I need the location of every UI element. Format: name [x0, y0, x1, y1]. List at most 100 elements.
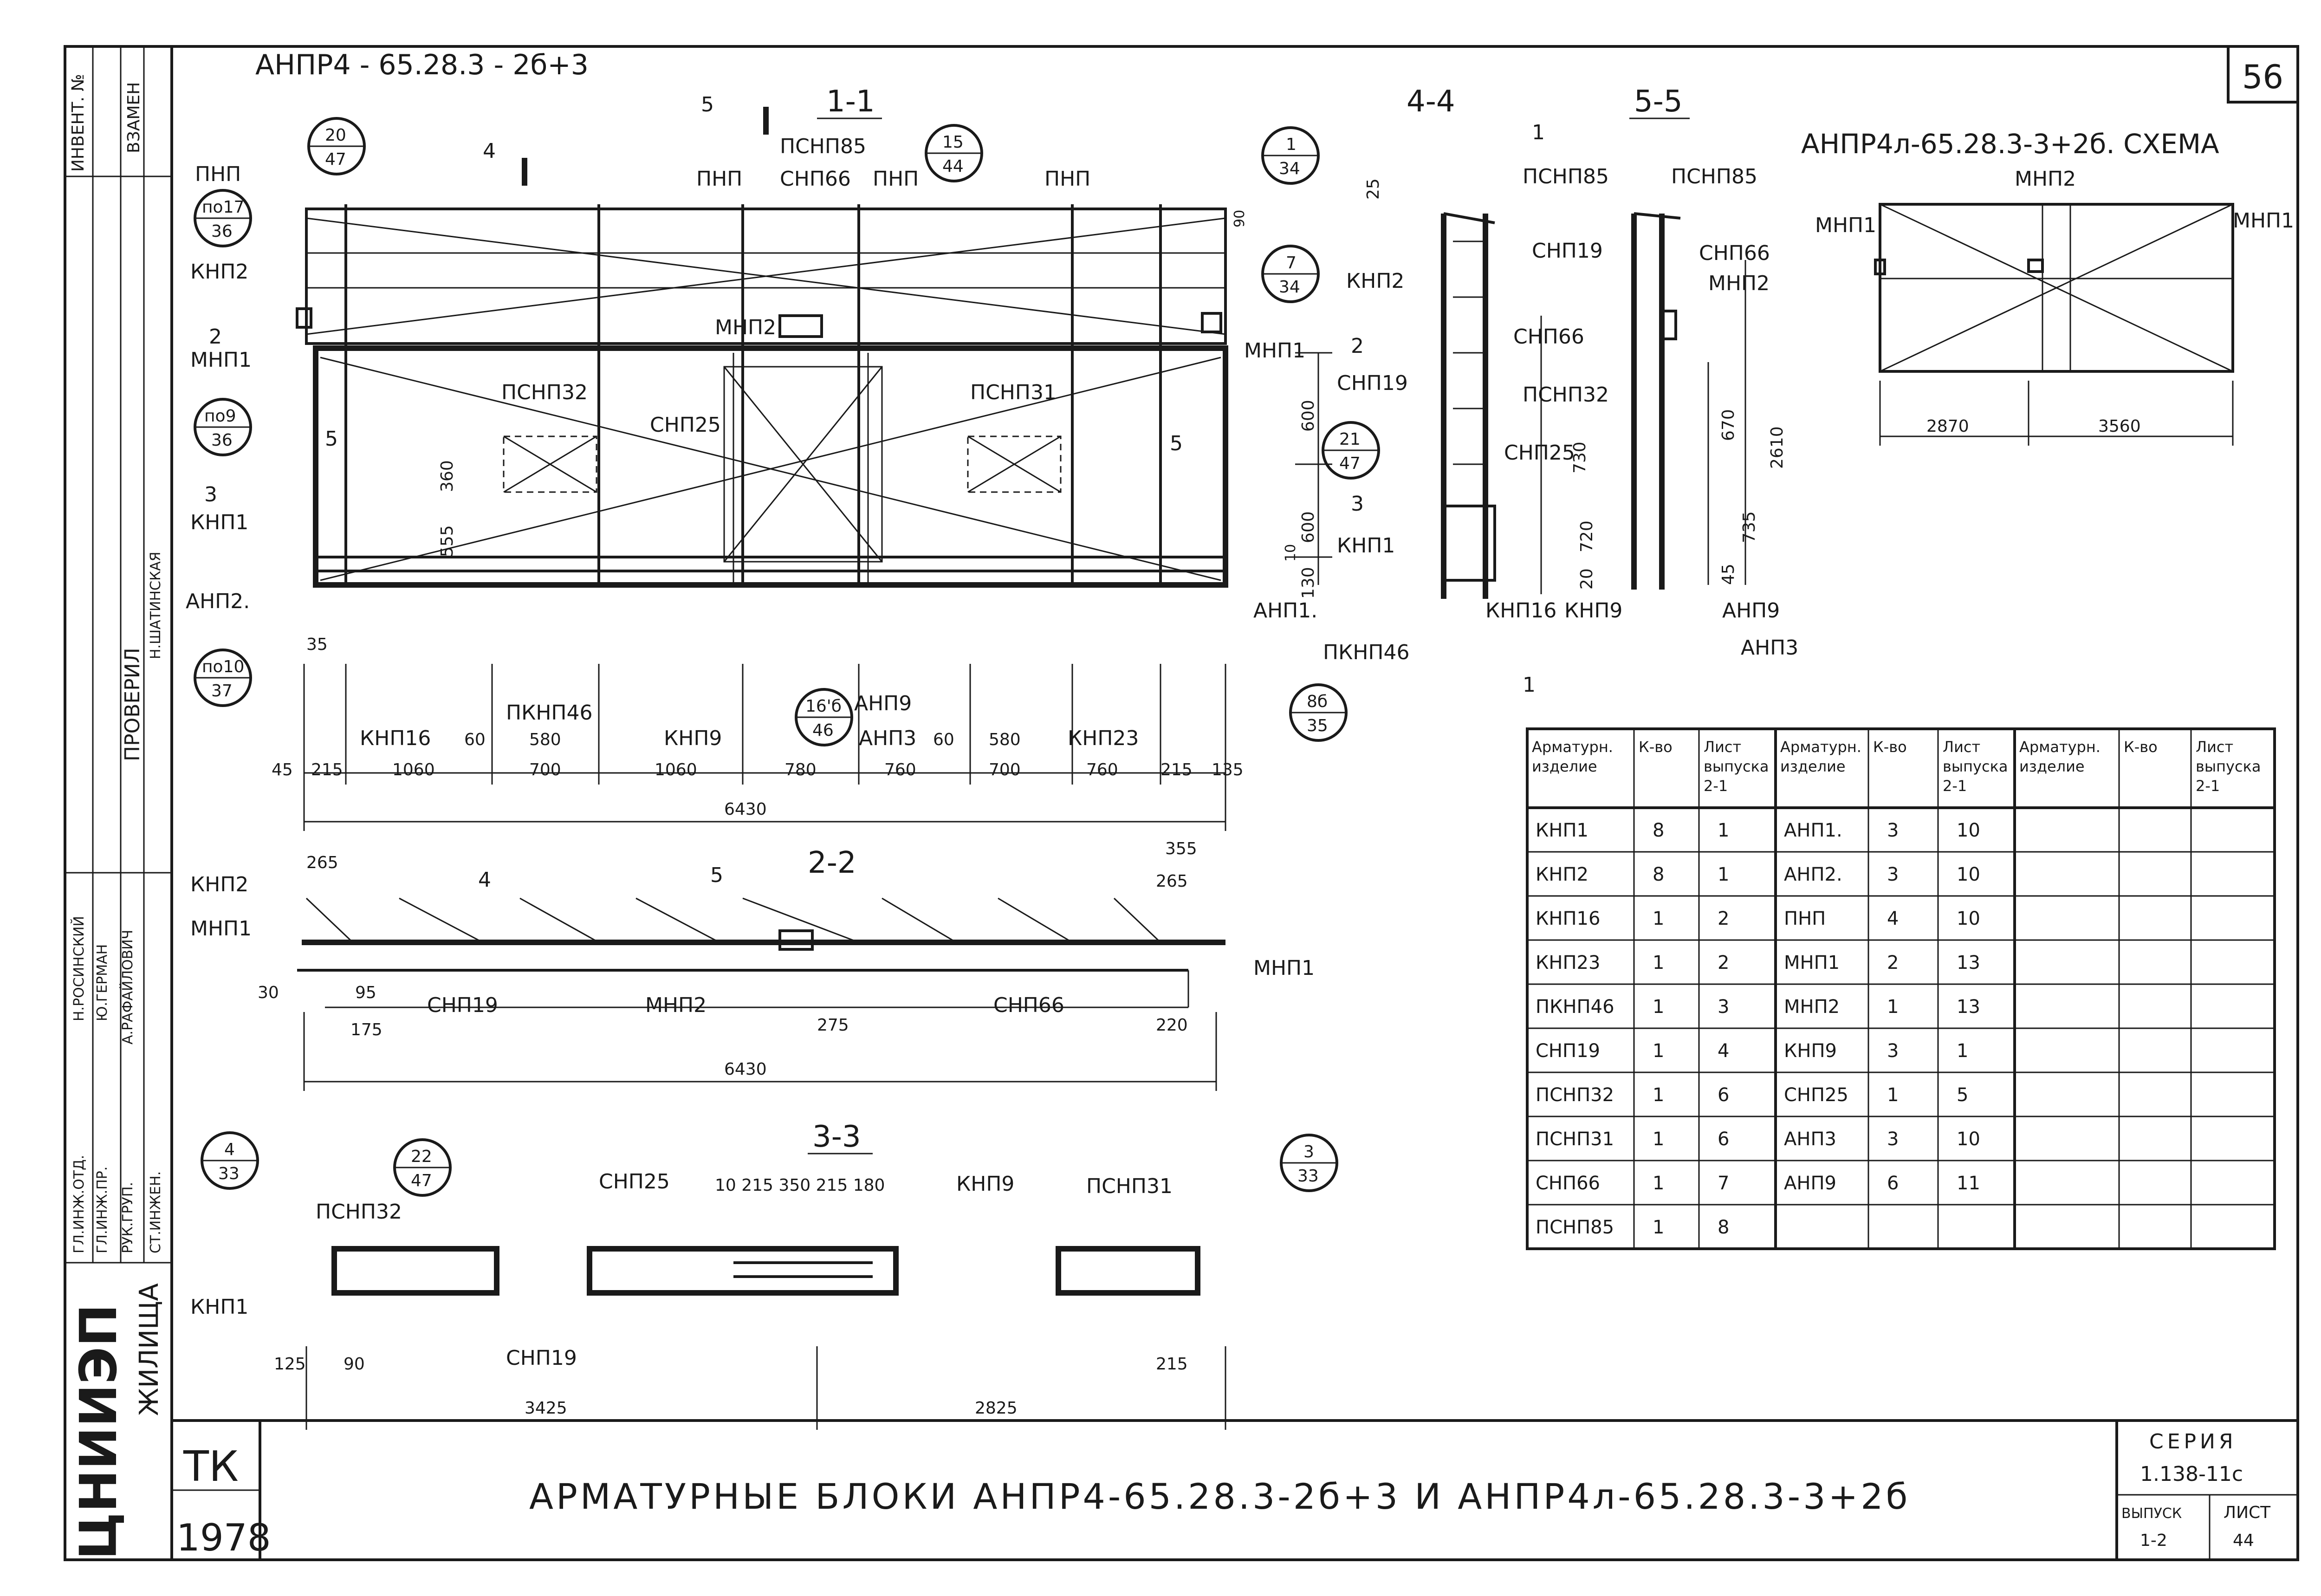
mark-3-left: 3 [204, 483, 217, 506]
dim-555: 555 [438, 525, 457, 557]
table-header-cell: Арматурн. [1780, 738, 1861, 756]
main-title: АРМАТУРНЫЕ БЛОКИ АНПР4-65.28.3-2б+3 И АН… [529, 1476, 1910, 1517]
table-header-cell: 2-1 [1943, 777, 1967, 795]
lbl-psnp31: ПСНП31 [970, 381, 1057, 404]
lbl-mnp2: МНП2 [715, 316, 776, 339]
dim-1060b: 1060 [655, 760, 697, 779]
table-header-cell: К-во [2124, 738, 2158, 756]
section-2-2: 2-2 4 5 КНП2 МНП1 СНП19 МНП2 СНП66 МНП1 … [190, 839, 1315, 1091]
dim-60b: 60 [933, 730, 954, 749]
sheet-frame [170, 45, 2299, 1561]
s22-snp19: СНП19 [427, 993, 498, 1017]
bubble-7-34: 7 34 [1261, 245, 1320, 303]
bubble-po17-36: по17 36 [194, 189, 252, 247]
table-header-cell: выпуска [2196, 758, 2261, 775]
s55-dim-670: 670 [1719, 409, 1738, 441]
table-cell: СНП19 [1536, 1040, 1600, 1062]
side-5-right: 5 [1170, 432, 1183, 455]
table-cell: 10 [1957, 864, 1980, 885]
s55-lbl-0: ПСНП85 [1671, 165, 1757, 188]
lbl-knp23: КНП23 [1068, 727, 1139, 750]
s22-mnp1r: МНП1 [1253, 956, 1315, 980]
s44-dim-2610: 2610 [1768, 426, 1787, 469]
table-header-cell: выпуска [1704, 758, 1769, 775]
s33-psnp31: ПСНП31 [1086, 1174, 1173, 1198]
dim-90: 90 [1232, 210, 1248, 227]
stamp-name-3: А.РАФАЙЛОВИЧ [119, 930, 136, 1045]
s44-lbl-7: КНП16 [1485, 599, 1556, 623]
section-5-5: ПСНП85 СНП19 СНП66 МНП2 КНП9 АНП9 АНП3 6… [1532, 165, 1798, 660]
svg-text:по9: по9 [204, 407, 236, 426]
table-header-cell: Лист [2196, 738, 2233, 756]
table-cell: 2 [1887, 952, 1899, 973]
s22-knp2: КНП2 [190, 873, 248, 896]
svg-text:36: 36 [211, 431, 233, 450]
dim-580b: 580 [989, 730, 1021, 749]
table-cell: МНП2 [1784, 996, 1840, 1018]
table-cell: 1 [1653, 1084, 1664, 1106]
mark-5-s22: 5 [710, 863, 723, 887]
svg-text:35: 35 [1307, 716, 1328, 735]
series-value: 1.138-11с [2140, 1462, 2243, 1486]
series-label: СЕРИЯ [2149, 1430, 2237, 1453]
dim-215b: 215 [1160, 760, 1193, 779]
table-header-cell: изделие [1532, 758, 1597, 775]
svg-text:36: 36 [211, 222, 233, 241]
lbl-knp9: КНП9 [664, 727, 722, 750]
mark-4-s22: 4 [478, 868, 491, 892]
table-cell: 8 [1653, 820, 1664, 841]
bubble-8b-35: 8б 35 [1289, 683, 1348, 742]
table-header-cell: выпуска [1943, 758, 2008, 775]
table-cell: 1 [1653, 908, 1664, 929]
s55-dim-735: 735 [1740, 511, 1759, 543]
s44-lbl-1: КНП2 [1346, 269, 1404, 293]
table-header-cell: 2-1 [2196, 777, 2220, 795]
svg-text:46: 46 [812, 721, 834, 740]
scheme-mnp1r: МНП1 [2233, 209, 2294, 233]
title-2-2: 2-2 [808, 846, 856, 880]
side-5-left: 5 [325, 427, 338, 451]
table-cell: АНП1. [1784, 820, 1842, 841]
lbl-anp1: АНП1. [1253, 599, 1317, 623]
s33-dim-2825: 2825 [975, 1399, 1018, 1418]
svg-text:34: 34 [1279, 159, 1300, 178]
dim-600a: 600 [1299, 400, 1318, 432]
stamp-year: 1978 [176, 1516, 271, 1559]
section-markers: 1-1 5 4 2 3 2 3 4-4 5-5 1 1 [204, 84, 1690, 697]
stamp-role-1: ГЛ.ИНЖ.ОТД. [71, 1155, 87, 1253]
table-cell: АНП2. [1784, 864, 1842, 885]
bubble-15-44: 15 44 [925, 124, 983, 182]
s22-mnp1: МНП1 [190, 917, 252, 941]
svg-text:4: 4 [224, 1140, 235, 1159]
s44-lbl-3: СНП19 [1337, 371, 1408, 395]
scheme-title: АНПР4л-65.28.3-3+2б. СХЕМА [1801, 128, 2219, 160]
svg-text:33: 33 [218, 1164, 240, 1183]
svg-text:47: 47 [325, 150, 346, 169]
dim-580a: 580 [529, 730, 561, 749]
dim-1060a: 1060 [392, 760, 435, 779]
table-cell: 7 [1718, 1173, 1729, 1194]
s33-dim-90: 90 [344, 1355, 365, 1374]
title-block: ТК 1978 АРМАТУРНЫЕ БЛОКИ АНПР4-65.28.3-2… [172, 1430, 2271, 1559]
dim-35: 35 [306, 635, 328, 654]
table-cell: 10 [1957, 908, 1980, 929]
s22-dim-275: 275 [817, 1016, 849, 1035]
table-cell: КНП2 [1536, 864, 1588, 885]
s55-lbl-6: АНП3 [1741, 636, 1798, 660]
scheme: АНПР4л-65.28.3-3+2б. СХЕМА МНП2 МНП1 МНП… [1801, 128, 2294, 446]
issue-value: 1-2 [2140, 1531, 2167, 1550]
table-header-cell: изделие [2019, 758, 2085, 775]
section-3-3: 3-3 ПСНП32 СНП25 10 215 350 215 180 КНП9… [190, 1120, 1338, 1430]
scheme-dim-3560: 3560 [2098, 417, 2141, 436]
title-3-3: 3-3 [812, 1120, 861, 1154]
lbl-knp16: КНП16 [360, 727, 431, 750]
table-cell: 8 [1653, 864, 1664, 885]
table-cell: КНП1 [1536, 820, 1588, 841]
table-cell: ПСНП85 [1536, 1217, 1614, 1238]
table-cell: 2 [1718, 952, 1729, 973]
svg-text:по10: по10 [202, 657, 244, 676]
stamp-role-3: РУК.ГРУП. [120, 1182, 136, 1253]
svg-text:47: 47 [411, 1171, 432, 1190]
bubble-20-47: 20 47 [307, 117, 366, 175]
